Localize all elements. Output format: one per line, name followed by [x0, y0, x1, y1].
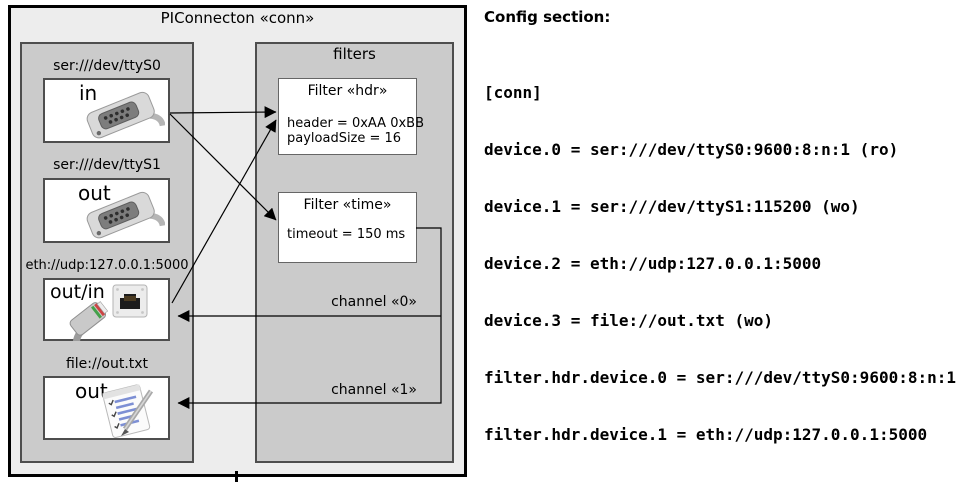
filter-param: header = 0xAA 0xBB	[287, 116, 425, 131]
device-eth-label: eth://udp:127.0.0.1:5000	[25, 258, 189, 273]
direction-label: in	[79, 81, 98, 105]
diagram-title: PIConnecton «conn»	[160, 9, 315, 27]
frame-anchor-tick	[235, 471, 238, 482]
config-line: device.0 = ser:///dev/ttyS0:9600:8:n:1 (…	[484, 140, 899, 159]
config-line: filter.hdr.splitMode = header	[484, 482, 964, 484]
config-line: device.3 = file://out.txt (wo)	[484, 311, 773, 330]
config-line: [conn]	[484, 83, 542, 102]
direction-label: out	[78, 181, 111, 205]
filter-hdr-title: Filter «hdr»	[307, 83, 388, 99]
ethernet-plug-icon	[69, 301, 109, 341]
device-file-label: file://out.txt	[65, 356, 149, 372]
ethernet-jack-icon	[112, 284, 148, 318]
config-line: filter.hdr.device.0 = ser:///dev/ttyS0:9…	[484, 368, 957, 387]
channel-1-label: channel «1»	[331, 382, 417, 398]
device-ttys1-box: out	[43, 178, 170, 243]
filter-time-box: Filter «time» timeout = 150 ms	[278, 192, 417, 263]
serial-connector-icon	[86, 191, 165, 239]
config-line: filter.hdr.device.1 = eth://udp:127.0.0.…	[484, 425, 928, 444]
config-block: [conn] device.0 = ser:///dev/ttyS0:9600:…	[484, 45, 964, 484]
config-heading: Config section:	[484, 8, 611, 26]
direction-label: out/in	[50, 281, 105, 303]
direction-label: out	[75, 379, 108, 403]
filter-hdr-box: Filter «hdr» header = 0xAA 0xBB payloadS…	[278, 78, 424, 155]
serial-connector-icon	[86, 91, 165, 139]
filters-panel-title: filters	[333, 45, 376, 63]
filter-param: payloadSize = 16	[287, 131, 402, 146]
config-line: device.1 = ser:///dev/ttyS1:115200 (wo)	[484, 197, 860, 216]
device-file-box: out	[43, 376, 170, 440]
filter-time-title: Filter «time»	[303, 197, 392, 213]
device-ttys0-label: ser:///dev/ttyS0	[53, 58, 161, 74]
device-ttys1-label: ser:///dev/ttyS1	[53, 157, 161, 173]
device-ttys0-box: in	[43, 78, 170, 143]
config-line: device.2 = eth://udp:127.0.0.1:5000	[484, 254, 822, 273]
notepad-icon	[102, 384, 154, 438]
filter-param: timeout = 150 ms	[287, 227, 406, 242]
device-eth-box: out/in	[43, 278, 170, 341]
channel-0-label: channel «0»	[331, 294, 417, 310]
